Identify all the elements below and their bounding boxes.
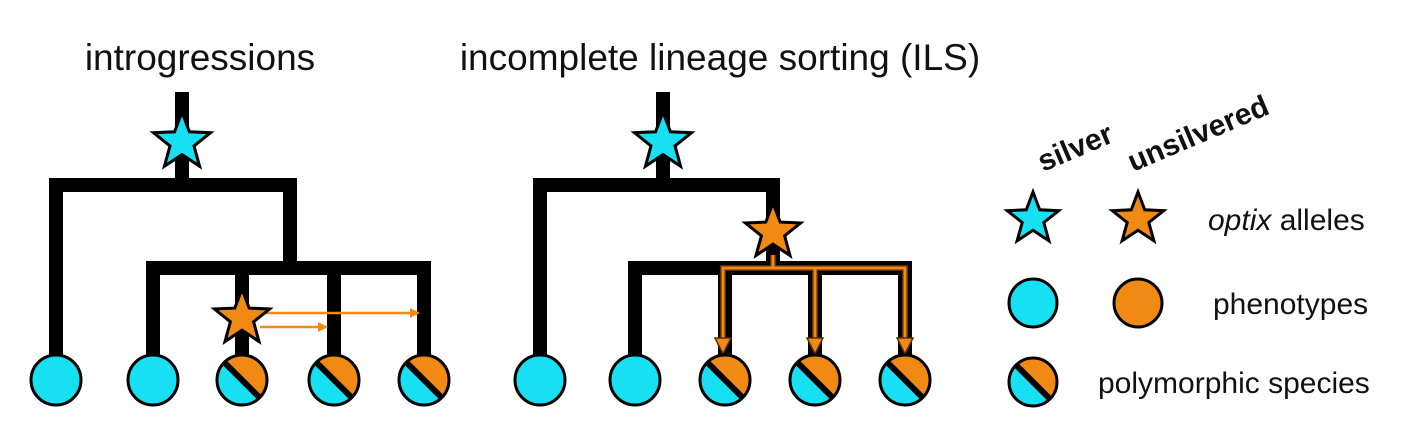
legend-phenotypes-label: phenotypes [1213,288,1368,321]
ils-tips [513,353,932,407]
tip-polymorphic-circle-icon [698,353,752,407]
tip-polymorphic-circle-icon [307,353,361,407]
legend-unsilvered-header: unsilvered [1123,89,1274,178]
legend-polymorphic-circle [1007,356,1059,408]
introgressions-tips [29,353,451,407]
tip-polymorphic-circle-icon [397,353,451,407]
legend: silver unsilvered optix alleles phenotyp… [1003,89,1370,408]
introgression-allele-star-icon [210,284,274,345]
root-allele-star-icon [630,107,696,170]
ils-arrowhead-1 [713,337,733,356]
legend-silver-circle-icon [1007,277,1059,329]
legend-polymorphic-label: polymorphic species [1098,367,1370,400]
introgressions-panel: introgressions [29,37,451,407]
ils-panel: incomplete lineage sorting (ILS) [460,37,980,407]
ils-title: incomplete lineage sorting (ILS) [460,37,980,78]
legend-alleles-text: alleles [1271,204,1364,237]
top-split-branch [49,178,297,365]
legend-silver-star-icon [1003,187,1063,245]
root-allele-star-icon [149,107,215,170]
legend-unsilvered-circle-icon [1112,277,1164,329]
tip-silver-circle-icon [29,353,83,407]
tip-polymorphic-circle-icon [878,353,932,407]
lower-split-branch [628,261,912,365]
ils-arrowhead-2 [805,337,825,356]
introgressions-title: introgressions [85,37,315,78]
introgression-arrows [260,308,420,332]
ils-arrowhead-3 [895,337,915,356]
legend-optix-text: optix [1208,204,1272,237]
introgressions-tree [49,92,431,365]
tip-polymorphic-circle-icon [215,353,269,407]
ils-lineage-fill [721,255,907,342]
tip-polymorphic-circle-icon [788,353,842,407]
legend-unsilvered-star-icon [1108,187,1168,245]
tip-silver-circle-icon [126,353,180,407]
legend-alleles-label: optix alleles [1208,204,1365,237]
lower-split-branch [146,261,431,365]
legend-silver-header: silver [1033,117,1118,178]
ils-sorting-lines [713,255,915,356]
ancestral-polymorphism-star-icon [741,198,805,259]
tip-silver-circle-icon [513,353,567,407]
legend-polymorphic-circle-icon [1007,356,1059,408]
tip-silver-circle-icon [608,353,662,407]
